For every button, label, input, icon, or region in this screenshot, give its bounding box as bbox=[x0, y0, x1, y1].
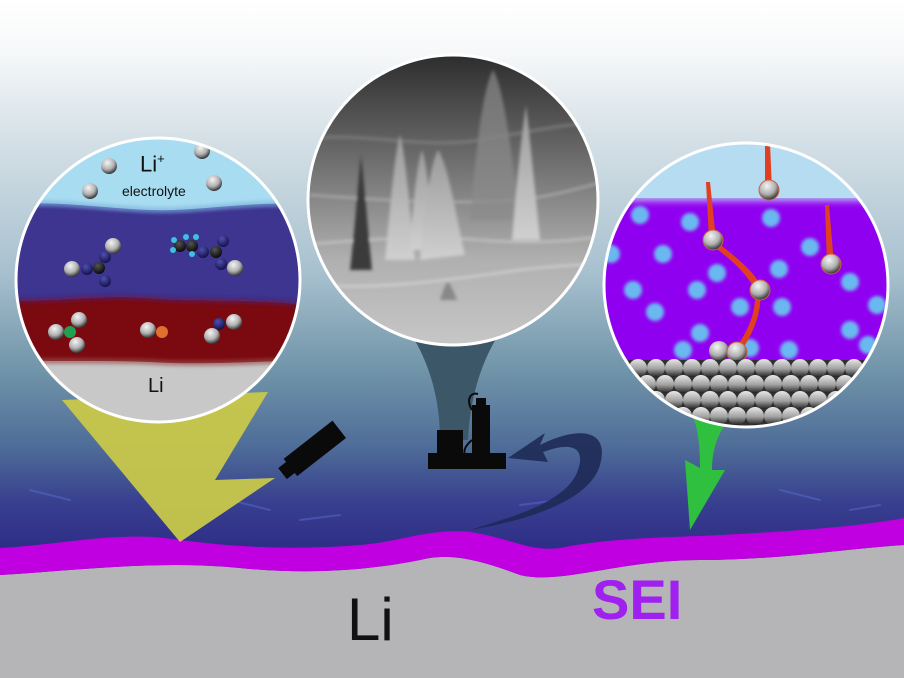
camera-icon bbox=[278, 420, 347, 480]
sei-layer bbox=[0, 518, 904, 578]
curved-arrow bbox=[470, 433, 602, 530]
inset2-cone bbox=[405, 325, 505, 440]
electrolyte-label: electrolyte bbox=[122, 183, 186, 199]
lithium-bulk bbox=[0, 545, 904, 678]
li-ion-text: Li bbox=[140, 151, 158, 177]
inset3-arrow bbox=[685, 410, 740, 530]
bottom-li-label: Li bbox=[347, 586, 394, 653]
inset-dendrite-microscopy bbox=[306, 53, 600, 347]
inset1-cone bbox=[62, 392, 275, 542]
sei-label: SEI bbox=[592, 568, 683, 631]
inset-li-label: Li bbox=[148, 375, 164, 397]
li-ion-charge: + bbox=[157, 151, 165, 166]
microscope-icon bbox=[428, 392, 506, 469]
li-ion-label: Li+ bbox=[140, 151, 165, 177]
